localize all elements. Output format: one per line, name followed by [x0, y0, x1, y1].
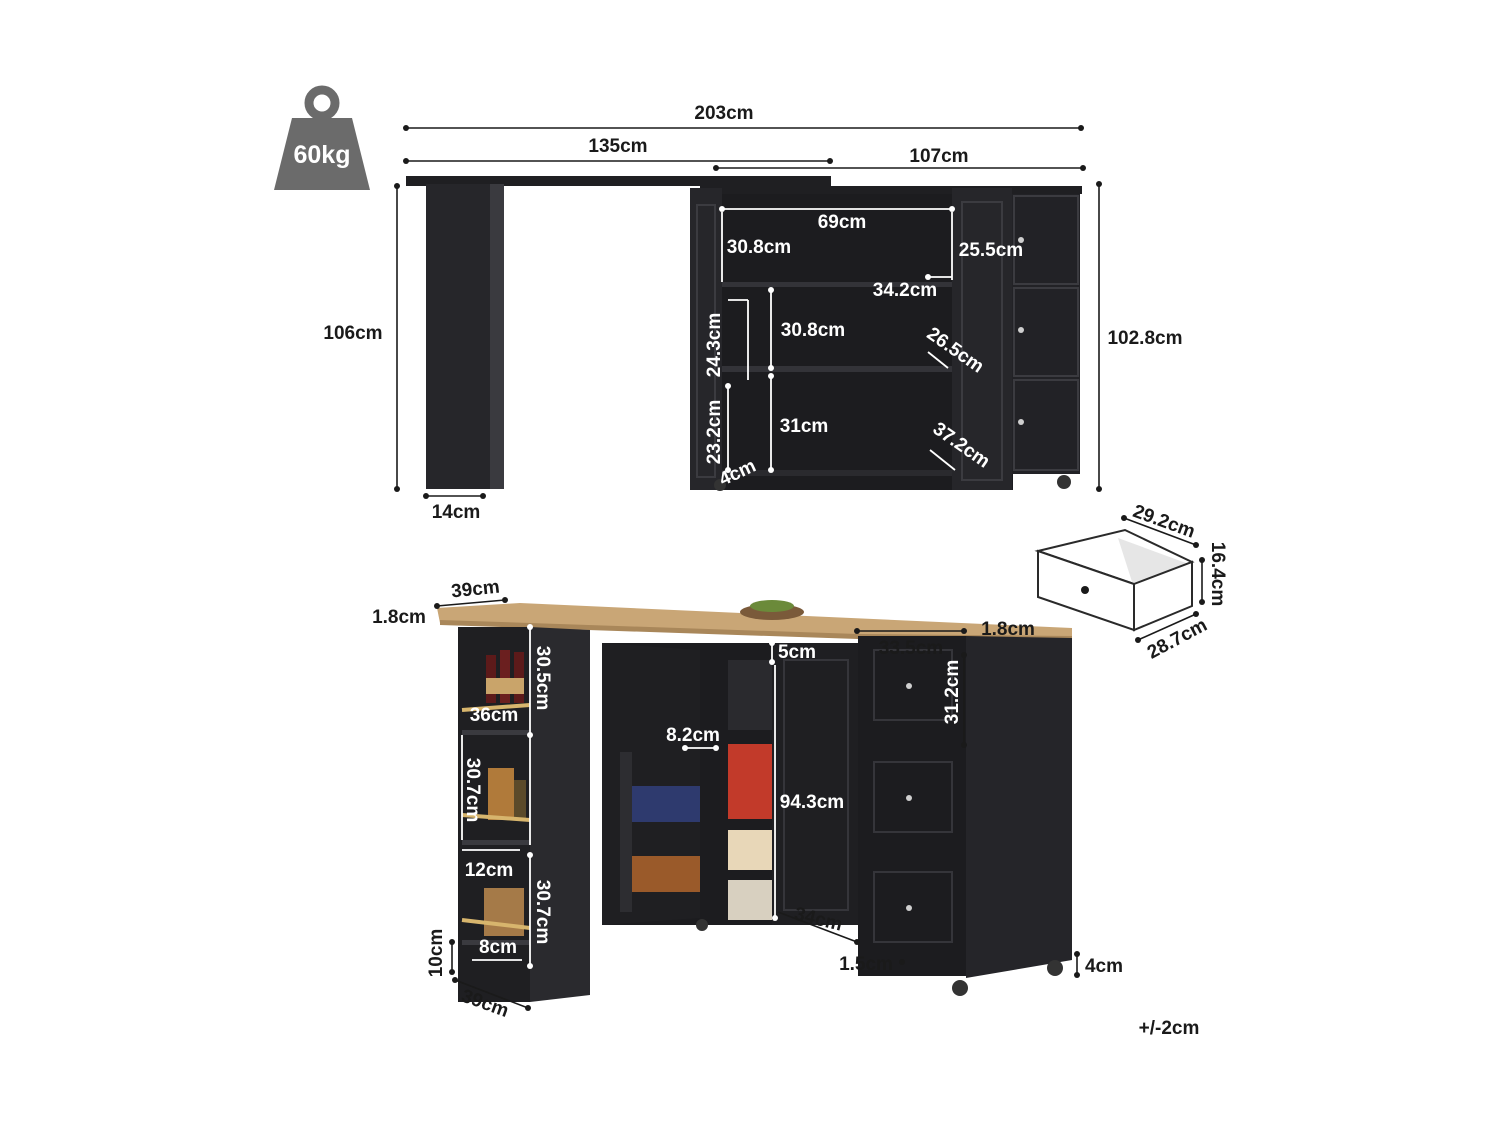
height-right-label: 102.8cm	[1107, 328, 1182, 349]
top-view-dimensions	[394, 125, 1102, 499]
bottom-view-dimensions	[434, 597, 1080, 1011]
bottom-shelf-label: 31cm	[780, 416, 829, 437]
weight-icon	[274, 85, 370, 190]
total-width-label: 203cm	[694, 103, 753, 124]
door-gap-label: 5cm	[778, 642, 816, 663]
side-bottom-width-label: 8cm	[479, 937, 517, 958]
mid-shelf-label: 30.8cm	[781, 320, 845, 341]
back-thickness-label: 1.5cm	[839, 954, 893, 975]
left-door-upper-label: 24.3cm	[704, 313, 725, 377]
desk-width-label: 135cm	[588, 136, 647, 157]
bottom-view-inner-dimensions	[461, 624, 778, 969]
drawer-dimensions	[1121, 515, 1205, 643]
top-thickness-left-label: 1.8cm	[372, 607, 426, 628]
top-view-furniture	[406, 176, 1082, 491]
top-thickness-right-label: 1.8cm	[981, 619, 1035, 640]
left-door-lower-label: 23.2cm	[704, 400, 725, 464]
drawer-illustration	[1034, 528, 1195, 632]
door-shelf-depth-label: 8.2cm	[666, 725, 720, 746]
base-height-label: 10cm	[426, 929, 447, 978]
weight-label: 60kg	[294, 141, 351, 169]
height-left-label: 106cm	[323, 323, 382, 344]
drawer-width-front-label: 33.5cm	[879, 638, 943, 659]
cabinet-width-label: 107cm	[909, 146, 968, 167]
right-door-top-label: 25.5cm	[959, 240, 1023, 261]
side-shelf-width-label: 36cm	[470, 705, 519, 726]
side-shelf-height-1-label: 30.5cm	[532, 646, 553, 710]
side-inner-width-label: 12cm	[465, 860, 514, 881]
top-view-inner-dimensions	[719, 206, 956, 473]
drawer-height-label: 16.4cm	[1207, 542, 1228, 606]
side-depth-top-label: 39cm	[450, 577, 501, 603]
shelf-width-label: 69cm	[818, 212, 867, 233]
tolerance-label: +/-2cm	[1139, 1018, 1200, 1039]
side-shelf-height-3-label: 30.7cm	[532, 880, 553, 944]
drawer-height-front-label: 31.2cm	[942, 660, 963, 724]
wheel-height-label: 4cm	[1085, 956, 1123, 977]
bottom-view-furniture	[437, 600, 1072, 1002]
door-shelf-top-label: 30.8cm	[727, 237, 791, 258]
side-shelf-height-2-label: 30.7cm	[462, 758, 483, 822]
shelf-depth-label: 34.2cm	[873, 280, 937, 301]
leg-width-label: 14cm	[432, 502, 481, 523]
cabinet-inner-height-label: 94.3cm	[780, 792, 844, 813]
